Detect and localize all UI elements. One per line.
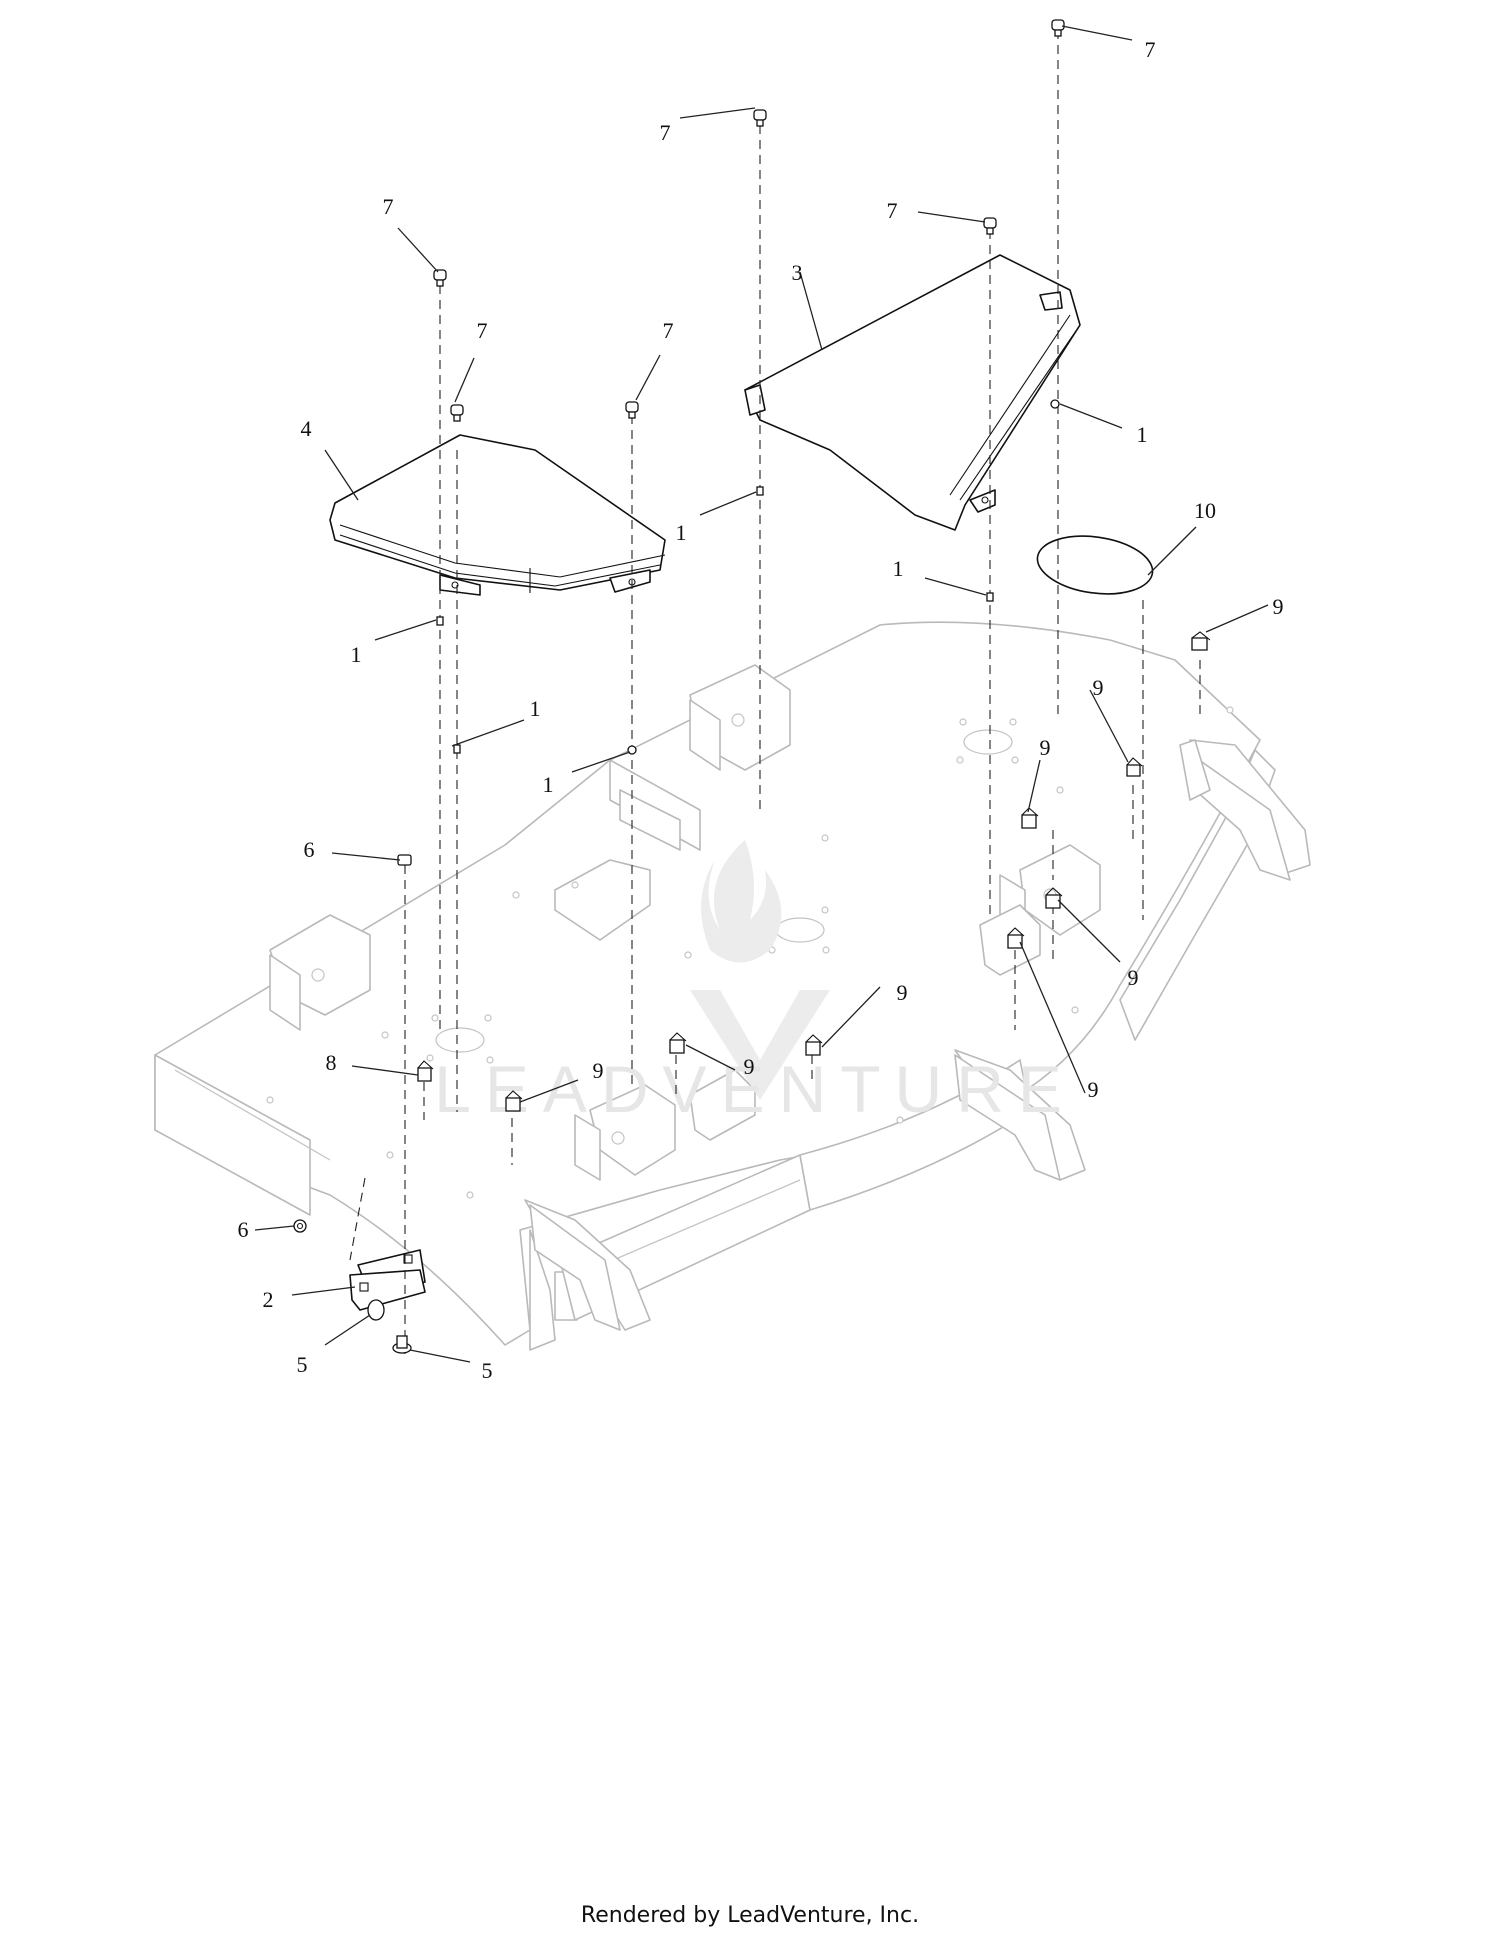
callout-6: 6 xyxy=(238,1217,249,1242)
callout-6: 6 xyxy=(304,837,315,862)
callout-1: 1 xyxy=(893,556,904,581)
callout-9: 9 xyxy=(897,980,908,1005)
decal-part-10 xyxy=(1036,535,1154,595)
nut-9-right xyxy=(1126,757,1143,777)
callout-5: 5 xyxy=(297,1352,308,1377)
callout-5: 5 xyxy=(482,1358,493,1383)
assembly-lines xyxy=(349,30,1201,1355)
callout-9: 9 xyxy=(1093,675,1104,700)
callout-8: 8 xyxy=(326,1050,337,1075)
callout-9: 9 xyxy=(1128,965,1139,990)
callout-1: 1 xyxy=(1137,422,1148,447)
washer-5-left xyxy=(367,1299,385,1321)
fasteners xyxy=(293,19,1211,1354)
callout-1: 1 xyxy=(676,520,687,545)
callout-9: 9 xyxy=(1088,1077,1099,1102)
callout-9: 9 xyxy=(1273,594,1284,619)
deck-bolt-holes xyxy=(266,706,1234,1199)
belt-cover-left-part-4 xyxy=(329,434,666,596)
watermark-text: LEADVENTURE xyxy=(434,1052,1076,1126)
mower-deck xyxy=(154,621,1311,1351)
nut-9-left xyxy=(505,1090,523,1112)
pin-1-right xyxy=(986,592,994,602)
bolt-7-right-cover xyxy=(983,217,997,235)
nut-9-center-right xyxy=(805,1034,823,1056)
callout-1: 1 xyxy=(530,696,541,721)
nut-6-bottom xyxy=(293,1219,307,1233)
callout-9: 9 xyxy=(1040,735,1051,760)
nut-9-right-mid xyxy=(1021,807,1039,829)
pin-1-mid xyxy=(756,486,764,496)
leader-lines xyxy=(254,25,1269,1363)
belt-cover-right-part-3 xyxy=(744,254,1081,531)
nut-9-right-low xyxy=(1045,887,1063,909)
pin-1-left-low xyxy=(453,744,461,754)
callout-10: 10 xyxy=(1194,498,1216,523)
bolt-7-top-right xyxy=(1051,19,1065,37)
bracket-part-2 xyxy=(349,1249,426,1311)
callout-4: 4 xyxy=(301,416,312,441)
callout-7: 7 xyxy=(383,194,394,219)
bolt-7-left-top xyxy=(433,269,447,287)
callout-2: 2 xyxy=(263,1287,274,1312)
callout-7: 7 xyxy=(887,198,898,223)
washer-1-right xyxy=(1050,399,1060,409)
nut-9-far-right xyxy=(1191,631,1211,651)
callout-7: 7 xyxy=(663,318,674,343)
callout-3: 3 xyxy=(792,260,803,285)
bolt-5-bottom xyxy=(392,1335,412,1354)
pin-1-left xyxy=(436,616,444,626)
leadventure-watermark: LEADVENTURE xyxy=(434,840,1076,1126)
callout-labels: 7 7 7 7 7 7 3 4 1 1 1 1 1 1 10 9 9 9 9 9… xyxy=(238,37,1284,1383)
nut-9-center xyxy=(669,1032,687,1054)
callout-9: 9 xyxy=(593,1058,604,1083)
nut-8 xyxy=(417,1060,434,1082)
callout-7: 7 xyxy=(1145,37,1156,62)
bolt-7-left-cover xyxy=(450,404,464,422)
callout-9: 9 xyxy=(744,1054,755,1079)
callout-7: 7 xyxy=(660,120,671,145)
callout-7: 7 xyxy=(477,318,488,343)
bolt-7-mid xyxy=(753,109,767,127)
callout-1: 1 xyxy=(543,772,554,797)
footer-credit: Rendered by LeadVenture, Inc. xyxy=(580,1903,920,1928)
callout-1: 1 xyxy=(351,642,362,667)
bolt-7-left-cover-2 xyxy=(625,401,639,419)
